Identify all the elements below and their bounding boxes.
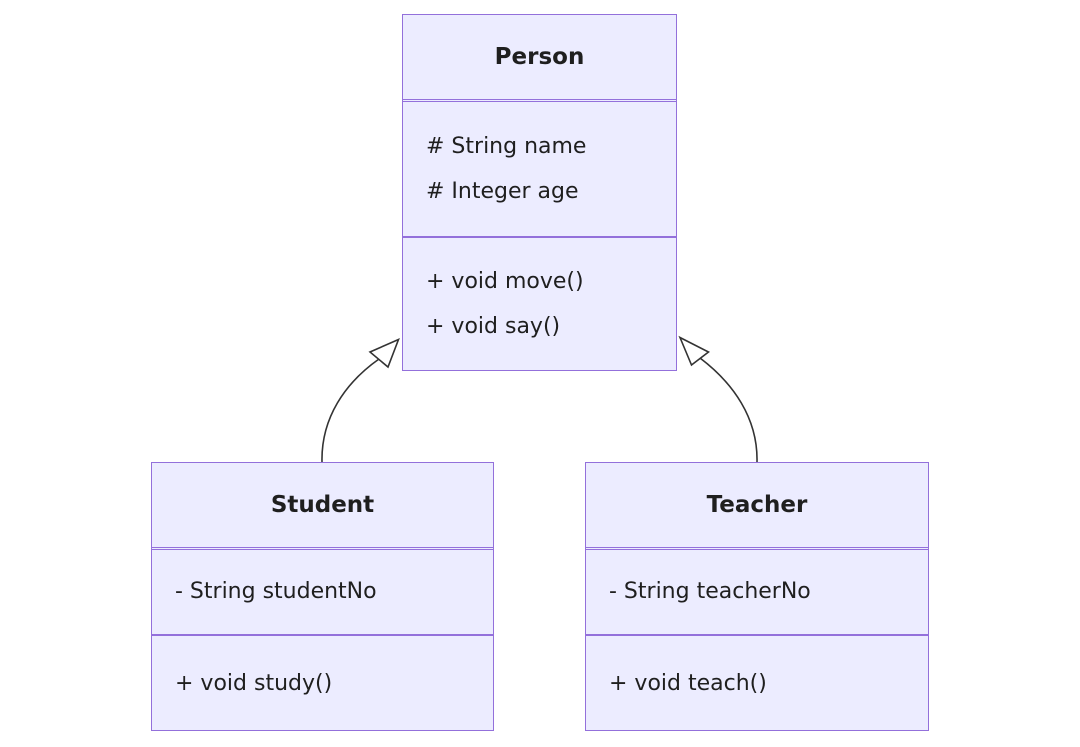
class-node-teacher: Teacher - String teacherNo + void teach(… (585, 462, 929, 731)
section-divider (586, 547, 928, 550)
method-row: + void say() (426, 314, 561, 339)
inheritance-edge-student-to-person (321, 337, 400, 463)
class-node-person: Person # String name # Integer age + voi… (402, 14, 677, 371)
class-node-student: Student - String studentNo + void study(… (151, 462, 494, 731)
attribute-row: - String studentNo (175, 579, 377, 605)
inheritance-arrowhead-icon (368, 337, 400, 369)
method-row: + void study() (175, 670, 333, 696)
class-attributes: # String name # Integer age (403, 102, 676, 236)
class-attributes: - String teacherNo (586, 550, 928, 634)
class-methods: + void move() + void say() (403, 238, 676, 370)
attribute-row: # String name (426, 133, 587, 159)
attribute-row: - String teacherNo (609, 579, 811, 605)
inheritance-arrowhead-icon (678, 335, 710, 367)
section-divider (403, 99, 676, 102)
class-title: Student (270, 492, 375, 518)
class-methods: + void teach() (586, 636, 928, 730)
attribute-row: # Integer age (426, 178, 579, 204)
edge-curve (699, 357, 758, 463)
class-attributes: - String studentNo (152, 550, 493, 634)
class-title: Person (494, 44, 585, 70)
section-divider (152, 547, 493, 550)
section-divider (152, 633, 493, 637)
section-divider (586, 633, 928, 637)
class-methods: + void study() (152, 636, 493, 730)
section-divider (403, 235, 676, 239)
method-row: + void teach() (609, 670, 767, 696)
class-title: Teacher (706, 492, 808, 518)
edge-curve (321, 358, 380, 463)
method-row: + void move() (426, 269, 584, 294)
inheritance-edge-teacher-to-person (678, 335, 758, 463)
